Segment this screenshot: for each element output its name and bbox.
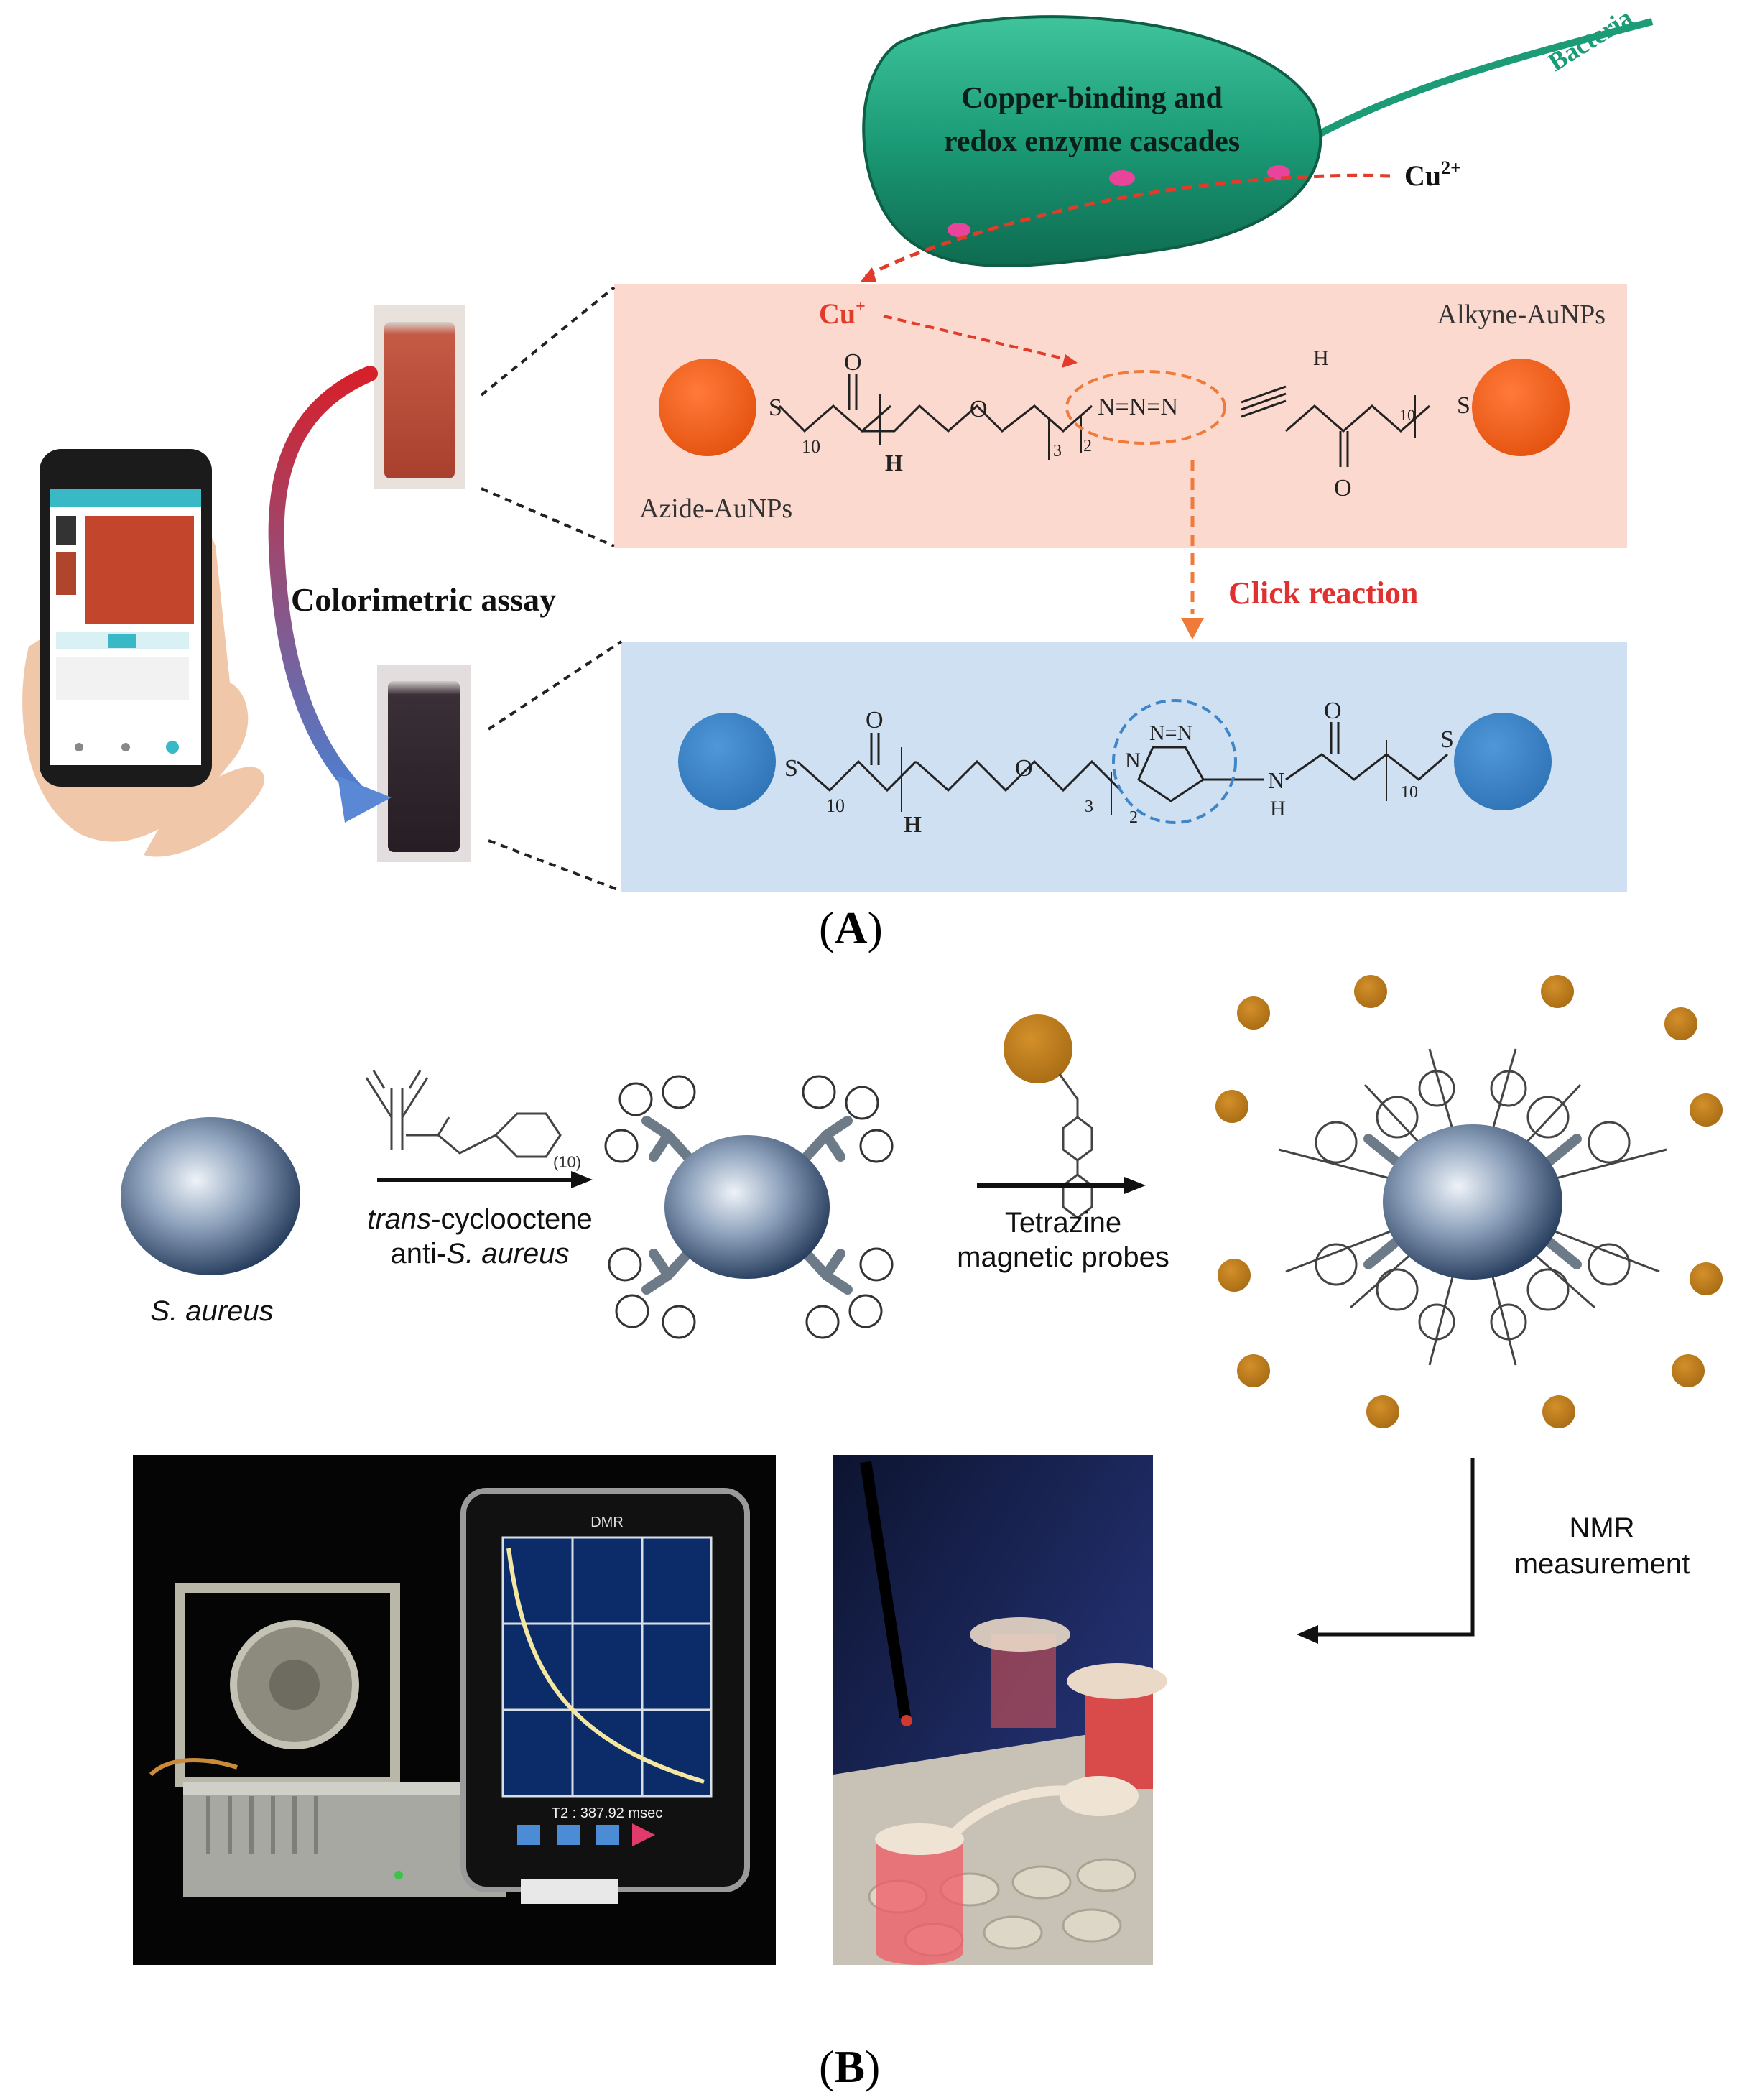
svg-text:3: 3 (1085, 797, 1093, 816)
tco-antibody-icon (365, 1070, 562, 1158)
panel-b-diagram: (10) (121, 975, 1723, 1965)
enzyme-label-line1: Copper-binding and (961, 82, 1223, 115)
nmr-measurement-arrow (1318, 1458, 1475, 1637)
triazole-structure: S 10 O H O 3 2 N N=N N H O 10 S (678, 698, 1552, 837)
cu2-label: Cu2+ (1404, 157, 1461, 192)
svg-text:10: 10 (1399, 406, 1415, 424)
azide-label: Azide-AuNPs (639, 494, 792, 524)
svg-text:10: 10 (1401, 783, 1418, 802)
alkyne-label: Alkyne-AuNPs (1437, 300, 1606, 330)
svg-text:O: O (1015, 755, 1033, 782)
svg-text:S: S (1457, 392, 1470, 419)
svg-text:O: O (844, 349, 862, 376)
alkyne-gold-nanoparticle (1472, 359, 1570, 456)
sample-tubes-photo (833, 1455, 1167, 1965)
triazole-highlight (1112, 699, 1237, 824)
svg-text:O: O (866, 707, 884, 734)
panel-a-diagram: Bacteria Copper-binding and redox enzyme… (22, 3, 1654, 892)
tetrazine-line2: magnetic probes (957, 1241, 1169, 1273)
bacteria-word: Bacteria (1543, 3, 1637, 77)
svg-text:2: 2 (1083, 437, 1092, 455)
svg-text:10: 10 (826, 795, 845, 816)
tablet-title: DMR (590, 1514, 624, 1530)
svg-text:N=N: N=N (1149, 721, 1192, 745)
azide-alkyne-structure: S 10 O H O 3 2 N=N=N H O 10 S (659, 346, 1570, 501)
tetrazine-line1: Tetrazine (1005, 1207, 1121, 1239)
svg-text:H: H (885, 450, 903, 476)
svg-text:S: S (769, 394, 782, 421)
triazole-left-nanoparticle (678, 713, 776, 810)
nmr-device-photo (133, 1455, 776, 1965)
antibody-labelled-cell (604, 1075, 894, 1339)
reaction-site-highlight (1065, 370, 1226, 445)
tco-line1: trans-cyclooctene (367, 1203, 593, 1235)
azide-gold-nanoparticle (659, 359, 756, 456)
triazole-right-nanoparticle (1454, 713, 1552, 810)
alkyne-azide-box (614, 284, 1627, 548)
svg-text:2: 2 (1129, 808, 1138, 827)
panel-a-label: (A) (819, 902, 883, 953)
zoom-connectors (480, 286, 623, 892)
svg-text:S: S (1440, 726, 1454, 753)
cu1-path-arrow (883, 315, 1067, 361)
tablet-readout: T2 : 387.92 msec (552, 1805, 663, 1821)
smartphone-in-hand (22, 449, 265, 857)
nmr-line2: measurement (1514, 1548, 1690, 1580)
nmr-line1: NMR (1569, 1512, 1634, 1544)
svg-text:N: N (1125, 749, 1141, 772)
dark-vial-photo (377, 665, 471, 862)
click-reaction-arrowhead (1181, 618, 1204, 639)
svg-text:O: O (970, 396, 988, 422)
tco-line2: anti-S. aureus (390, 1238, 569, 1269)
red-vial-photo (374, 305, 465, 489)
s-aureus-cell (121, 1117, 300, 1275)
svg-text:(10): (10) (553, 1153, 581, 1171)
svg-text:3: 3 (1053, 442, 1062, 461)
colorimetric-assay-label: Colorimetric assay (291, 581, 556, 618)
svg-text:10: 10 (802, 436, 820, 457)
s-aureus-label: S. aureus (150, 1295, 273, 1327)
probe-labelled-cell (1215, 975, 1723, 1428)
svg-text:S: S (784, 755, 798, 782)
panel-b-label: (B) (819, 2041, 881, 2092)
enzyme-label-line2: redox enzyme cascades (944, 125, 1240, 158)
svg-text:N: N (1268, 767, 1284, 793)
svg-text:O: O (1334, 475, 1352, 501)
click-reaction-label: Click reaction (1228, 575, 1418, 611)
svg-text:N=N=N: N=N=N (1098, 394, 1178, 420)
cu2-path-arrow (864, 173, 1391, 279)
svg-text:H: H (904, 811, 922, 837)
tetrazine-probe-icon (1004, 1014, 1093, 1219)
svg-text:H: H (1313, 346, 1329, 370)
svg-text:O: O (1324, 698, 1342, 724)
bacterium-cell (862, 15, 1654, 267)
cu1-label: Cu+ (819, 297, 866, 330)
color-change-arrow (268, 366, 378, 798)
svg-text:H: H (1270, 797, 1286, 820)
